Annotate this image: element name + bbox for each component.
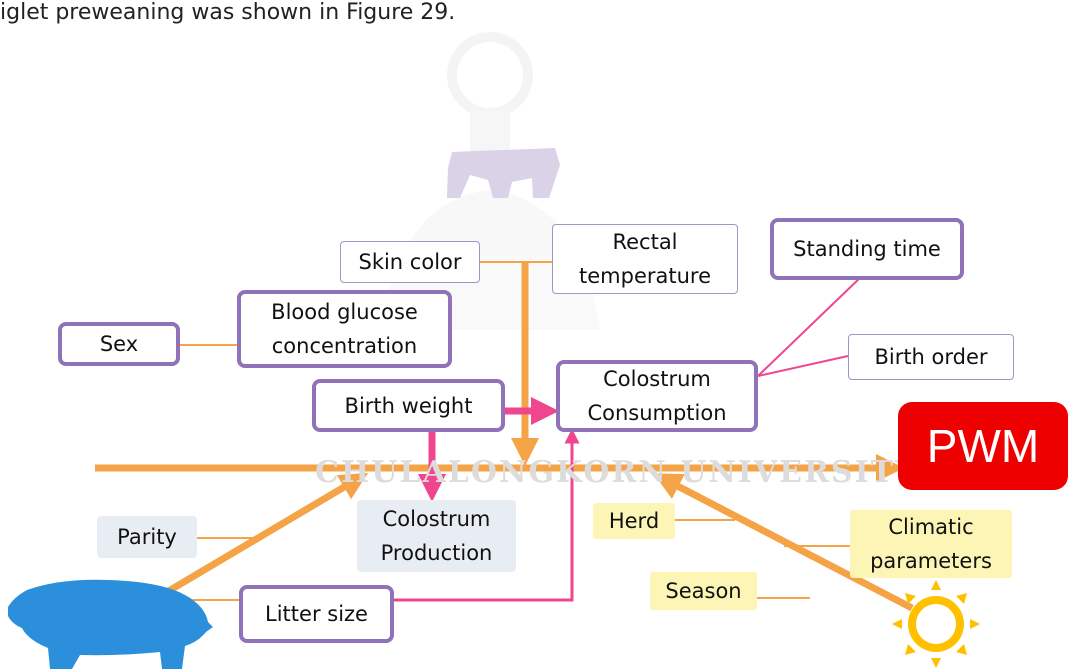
herd-box: Herd	[593, 503, 675, 539]
parity-label: Parity	[117, 520, 177, 554]
colostrum-production-line1: Colostrum	[383, 502, 491, 536]
sow-icon	[8, 580, 213, 669]
colostrum-consumption-box: Colostrum Consumption	[556, 360, 758, 432]
skin-color-label: Skin color	[358, 245, 461, 279]
blood-glucose-line2: concentration	[272, 329, 417, 363]
litter-size-label: Litter size	[265, 597, 368, 631]
rectal-temperature-line2: temperature	[579, 259, 711, 293]
colostrum-production-box: Colostrum Production	[357, 500, 516, 572]
season-box: Season	[650, 572, 757, 610]
colostrum-consumption-line2: Consumption	[587, 396, 726, 430]
rectal-temperature-box: Rectal temperature	[552, 224, 738, 294]
climatic-parameters-box: Climatic parameters	[850, 510, 1012, 578]
season-label: Season	[665, 574, 741, 608]
blood-glucose-line1: Blood glucose	[271, 295, 418, 329]
climatic-parameters-line1: Climatic	[888, 510, 973, 544]
birth-weight-box: Birth weight	[312, 379, 505, 432]
climatic-parameters-line2: parameters	[870, 544, 992, 578]
watermark-text: CHULALONGKORN UNIVERSITY	[315, 455, 918, 490]
rectal-temperature-line1: Rectal	[612, 225, 677, 259]
birth-order-label: Birth order	[874, 340, 987, 374]
sex-label: Sex	[100, 327, 138, 361]
birth-weight-label: Birth weight	[345, 389, 473, 423]
standing-time-box: Standing time	[770, 218, 964, 280]
standing-time-connector	[758, 276, 862, 376]
colostrum-production-line2: Production	[381, 536, 493, 570]
litter-size-box: Litter size	[239, 585, 394, 643]
blood-glucose-box: Blood glucose concentration	[237, 290, 452, 368]
standing-time-label: Standing time	[793, 232, 941, 266]
parity-box: Parity	[97, 516, 197, 558]
birth-order-box: Birth order	[848, 334, 1014, 380]
sex-box: Sex	[58, 322, 180, 366]
colostrum-consumption-line1: Colostrum	[603, 362, 711, 396]
herd-label: Herd	[609, 504, 659, 538]
skin-color-box: Skin color	[340, 241, 480, 283]
birth-order-connector	[758, 356, 848, 376]
sun-icon	[892, 580, 980, 668]
pwm-outcome-box: PWM	[898, 402, 1068, 490]
